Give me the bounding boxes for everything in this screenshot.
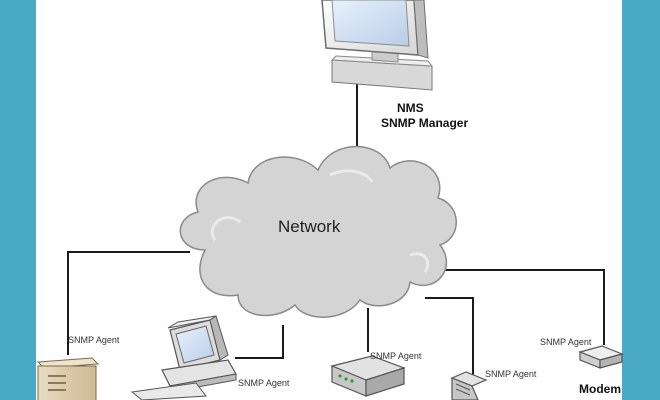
link-modem [432, 269, 605, 345]
modem-icon [578, 345, 624, 369]
link-workstation [235, 325, 284, 359]
cloud-label: Network [278, 217, 341, 236]
switch-agent-label: SNMP Agent [485, 369, 537, 379]
cloud-icon [179, 145, 457, 318]
link-server [67, 251, 190, 355]
workstation-agent-label: SNMP Agent [238, 378, 290, 388]
tower-server-icon [36, 357, 100, 400]
desktop-computer-icon [130, 315, 237, 400]
router-icon [330, 355, 406, 397]
nms-subtitle: SNMP Manager [381, 116, 469, 130]
switch-icon [450, 371, 488, 400]
router-agent-label: SNMP Agent [370, 351, 422, 361]
link-switch [425, 297, 474, 375]
monitor-icon [321, 0, 434, 91]
modem-agent-label: SNMP Agent [540, 337, 592, 347]
nms-title: NMS [397, 101, 424, 115]
modem-name: Modem [579, 382, 621, 396]
network-links [67, 78, 605, 375]
server-agent-label: SNMP Agent [68, 335, 120, 345]
